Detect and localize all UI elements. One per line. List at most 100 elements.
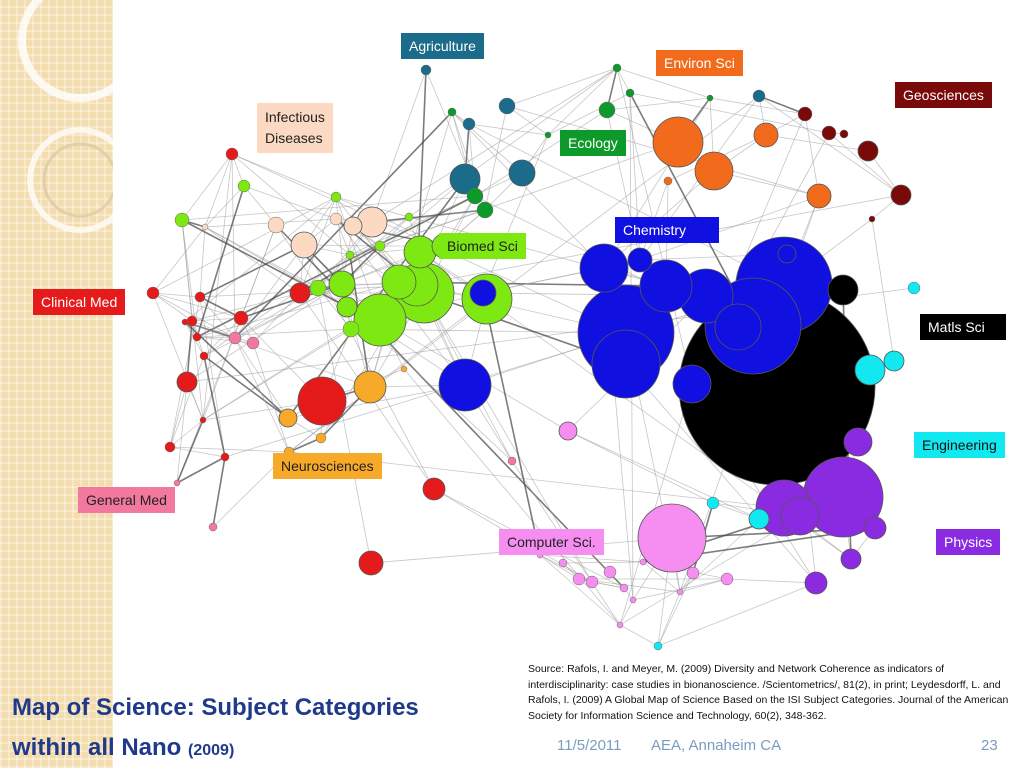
network-edge <box>184 321 254 344</box>
label-neurosciences: Neurosciences <box>273 453 382 479</box>
network-edge <box>828 132 902 196</box>
network-edge <box>196 336 254 344</box>
node-chemistry <box>627 247 653 273</box>
network-edge <box>871 218 895 362</box>
network-edge <box>275 224 319 289</box>
node-clinical-med <box>289 282 311 304</box>
network-edge <box>196 336 236 339</box>
network-edge <box>243 185 277 226</box>
network-edge <box>231 153 236 339</box>
node-clinical-med <box>146 286 160 300</box>
node-engineering <box>748 508 770 530</box>
node-geosciences <box>797 106 813 122</box>
node-geosciences <box>890 184 912 206</box>
network-edge <box>231 153 337 198</box>
network-edge <box>758 95 806 115</box>
network-edge <box>204 185 245 228</box>
node-clinical-med <box>233 310 249 326</box>
network-edge <box>539 554 621 626</box>
node-clinical-med <box>176 371 198 393</box>
node-environ-sci <box>652 116 704 168</box>
node-engineering <box>883 350 905 372</box>
node-clinical-med <box>181 318 189 326</box>
network-edge <box>804 113 820 197</box>
slide-title: Map of Science: Subject Categories withi… <box>12 688 419 771</box>
node-biomed-sci <box>404 212 414 222</box>
node-clinical-med <box>164 441 176 453</box>
network-edge <box>547 92 631 136</box>
node-computer-sci <box>616 621 624 629</box>
node-chemistry <box>777 244 797 264</box>
label-geosciences: Geosciences <box>895 82 992 108</box>
node-engineering <box>653 641 663 651</box>
label-infectious-line2: Diseases <box>265 130 323 146</box>
network-edge <box>169 419 204 448</box>
node-chemistry <box>579 243 629 293</box>
node-ecology <box>476 201 494 219</box>
network-edge <box>203 355 226 458</box>
node-computer-sci <box>603 565 617 579</box>
slide-title-year: (2009) <box>188 742 235 759</box>
node-clinical-med <box>199 351 209 361</box>
node-engineering <box>907 281 921 295</box>
node-ecology <box>625 88 635 98</box>
network-edge <box>169 446 290 453</box>
network-edge <box>506 105 549 136</box>
node-geosciences <box>839 129 849 139</box>
node-neurosciences <box>400 365 408 373</box>
network-edge <box>252 342 290 453</box>
network-edge <box>451 111 605 269</box>
network-edge <box>468 123 549 136</box>
network-edge <box>709 97 806 115</box>
node-biomed-sci <box>330 191 342 203</box>
node-chemistry <box>469 279 497 307</box>
node-geosciences <box>857 140 879 162</box>
node-computer-sci <box>558 421 578 441</box>
decorative-stripe <box>0 0 113 768</box>
node-environ-sci <box>694 151 734 191</box>
label-general-med: General Med <box>78 487 175 513</box>
network-edge <box>379 141 679 247</box>
node-agriculture <box>420 64 432 76</box>
network-edge <box>567 430 714 504</box>
network-edge <box>657 591 681 647</box>
label-environ-sci: Environ Sci <box>656 50 743 76</box>
network-edge <box>606 97 711 111</box>
node-biomed-sci <box>353 293 407 347</box>
node-ecology <box>706 94 714 102</box>
network-edge <box>196 281 400 338</box>
node-general-med <box>208 522 218 532</box>
network-edge <box>758 95 902 196</box>
node-biomed-sci <box>345 250 355 260</box>
node-biomed-sci <box>403 235 437 269</box>
network-edge <box>408 67 618 218</box>
network-edge <box>184 321 371 388</box>
network-edge <box>657 572 694 647</box>
node-neurosciences <box>315 432 327 444</box>
network-edge <box>169 381 188 448</box>
node-environ-sci <box>806 183 832 209</box>
network-edge <box>204 226 301 294</box>
node-physics <box>804 571 828 595</box>
node-biomed-sci <box>309 279 327 297</box>
node-computer-sci <box>720 572 734 586</box>
node-physics <box>840 548 862 570</box>
network-edge <box>506 67 618 107</box>
label-infectious-diseases: Infectious Diseases <box>257 103 333 153</box>
network-edge <box>212 456 226 528</box>
network-edge <box>379 216 410 247</box>
network-edge <box>335 196 400 283</box>
network-edge <box>152 226 206 294</box>
node-biomed-sci <box>336 296 358 318</box>
node-infectious <box>201 223 209 231</box>
network-edge <box>184 196 337 323</box>
network-edge <box>482 292 541 556</box>
network-edge <box>176 419 204 484</box>
network-edge <box>152 292 193 322</box>
label-computer-sci: Computer Sci. <box>499 529 604 555</box>
node-computer-sci <box>585 575 599 589</box>
network-edge <box>169 446 226 458</box>
network-edge <box>176 456 226 484</box>
network-edge <box>547 67 618 136</box>
